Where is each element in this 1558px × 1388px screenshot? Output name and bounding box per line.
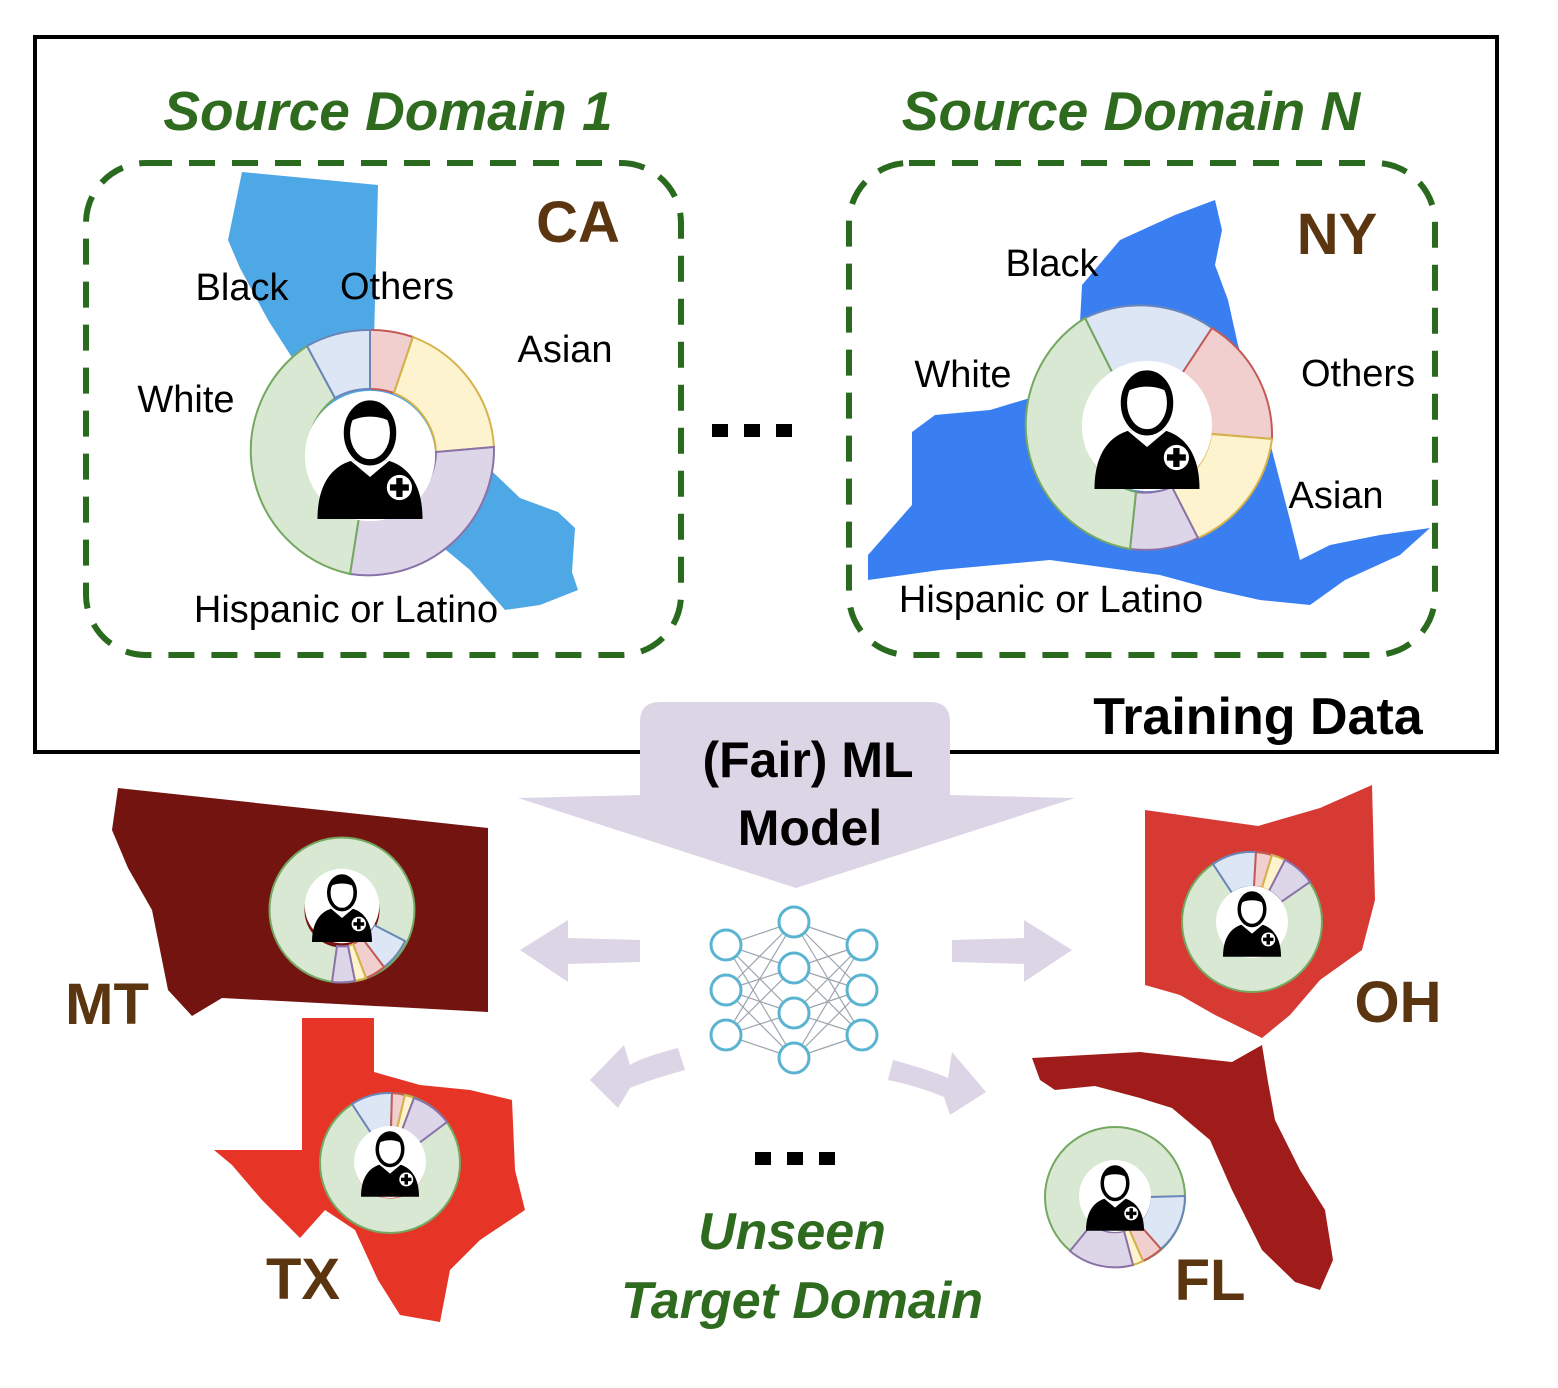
target-fl: FL (1032, 1045, 1333, 1313)
patient-icon (352, 1124, 428, 1200)
oh-demographic-donut (1181, 850, 1323, 993)
arrow-icon (518, 702, 1075, 888)
model-output-arrows (520, 920, 1072, 1115)
florida-map (1032, 1045, 1333, 1290)
ca-label-white: White (137, 379, 234, 421)
patient-icon (302, 866, 382, 946)
ny-label-white: White (914, 354, 1011, 396)
state-code-tx: TX (266, 1247, 340, 1312)
arrow-icon (888, 1052, 986, 1115)
patient-icon (1077, 1158, 1153, 1234)
ny-label-others: Others (1301, 353, 1415, 395)
arrow-icon (590, 1045, 685, 1108)
training-data-box (33, 35, 1499, 754)
training-data-label: Training Data (1093, 688, 1423, 746)
tx-demographic-donut (319, 1091, 461, 1234)
target-tx: TX (214, 1018, 525, 1322)
ny-label-hispanic: Hispanic or Latino (899, 579, 1203, 621)
ellipsis-target (755, 1152, 835, 1165)
state-code-oh: OH (1355, 970, 1442, 1035)
ca-label-hispanic: Hispanic or Latino (194, 589, 498, 631)
patient-icon (1082, 361, 1212, 491)
target-mt: MT (65, 788, 488, 1037)
ca-label-asian: Asian (517, 329, 612, 371)
model-label-line-1: (Fair) ML (702, 732, 913, 788)
neural-network-icon (709, 905, 879, 1075)
state-code-fl: FL (1175, 1248, 1246, 1313)
fl-demographic-donut (1044, 1126, 1187, 1269)
model-label-line-2: Model (738, 800, 882, 856)
state-code-ca: CA (536, 190, 620, 255)
unseen-label-line-2: Target Domain (621, 1272, 983, 1330)
ml-model-arrow: (Fair) ML Model (518, 702, 1075, 888)
target-oh: OH (1145, 785, 1442, 1038)
unseen-label-line-1: Unseen (698, 1203, 886, 1261)
ny-label-black: Black (1006, 243, 1100, 285)
mt-demographic-donut (268, 836, 416, 984)
state-code-ny: NY (1297, 202, 1378, 267)
ca-label-black: Black (196, 267, 290, 309)
ca-label-others: Others (340, 266, 454, 308)
state-code-mt: MT (65, 972, 149, 1037)
source-domain-1-boundary (83, 160, 684, 658)
source-domain-n-boundary (846, 160, 1438, 658)
ny-label-asian: Asian (1288, 475, 1383, 517)
patient-icon (305, 391, 435, 521)
source-domain-1-title: Source Domain 1 (163, 80, 612, 142)
ca-donut-black (305, 328, 371, 400)
ny-demographic-donut (1024, 304, 1274, 551)
arrow-icon (520, 920, 640, 982)
arrow-icon (952, 920, 1072, 982)
source-domain-n: Source Domain N NY Black White Others As… (846, 80, 1438, 658)
source-domain-1: Source Domain 1 CA Black Others Asian Wh… (83, 80, 684, 658)
patient-icon (1214, 884, 1290, 960)
source-domain-n-title: Source Domain N (902, 80, 1362, 142)
ellipsis-source (712, 424, 792, 437)
ca-demographic-donut (249, 328, 496, 577)
